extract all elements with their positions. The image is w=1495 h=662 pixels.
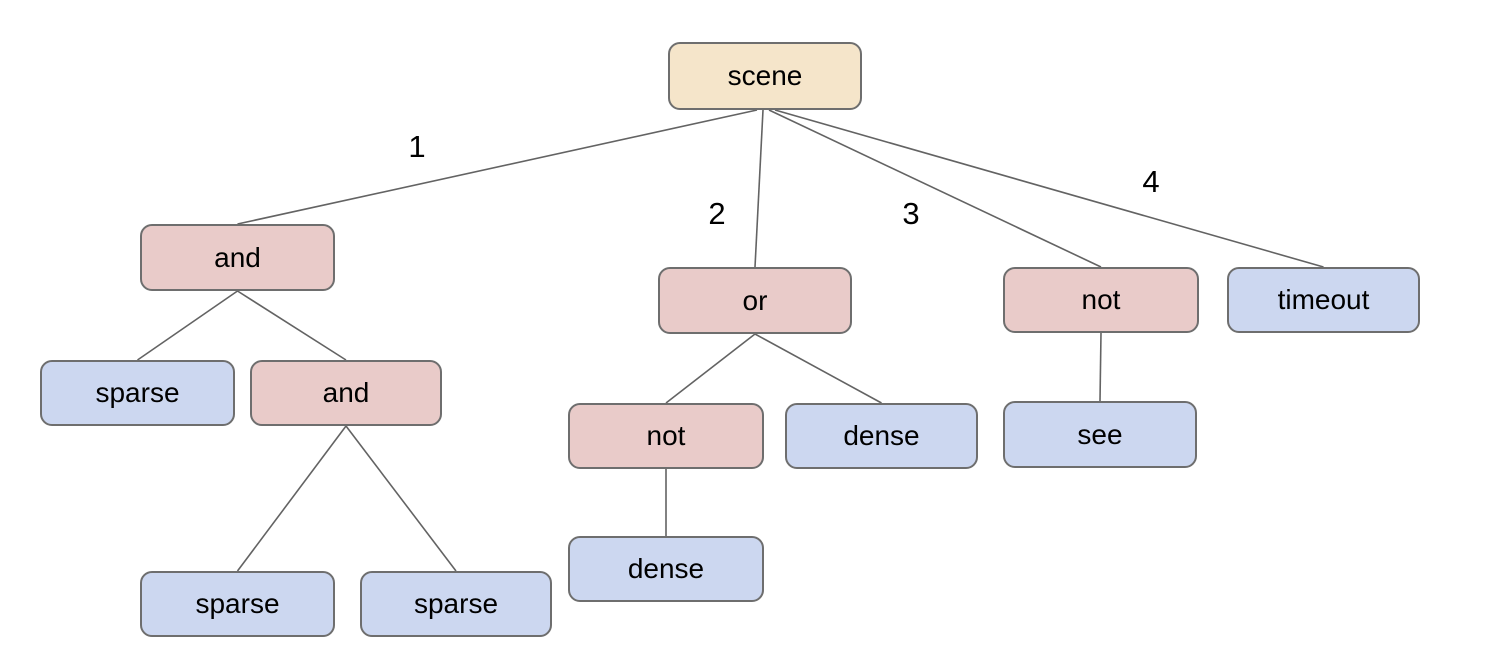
- node-not-1: not: [1003, 267, 1199, 333]
- edge-label-2: 2: [708, 196, 726, 231]
- edge-scene-to-timeout-1: [774, 109, 1324, 268]
- edge-or-1-to-dense-1: [754, 333, 882, 404]
- edge-and-2-to-sparse-2: [236, 425, 347, 572]
- node-and-2: and: [250, 360, 442, 426]
- node-dense-2: dense: [568, 536, 764, 602]
- edge-scene-to-not-1: [768, 109, 1102, 268]
- node-and-1: and: [140, 224, 335, 291]
- node-sparse-2: sparse: [140, 571, 335, 637]
- node-scene: scene: [668, 42, 862, 110]
- node-timeout-1: timeout: [1227, 267, 1420, 333]
- edge-or-1-to-not-2: [665, 333, 756, 404]
- edge-label-4: 4: [1142, 164, 1160, 199]
- node-or-1: or: [658, 267, 852, 334]
- edge-and-1-to-and-2: [237, 290, 347, 361]
- node-sparse-1: sparse: [40, 360, 235, 426]
- node-dense-1: dense: [785, 403, 978, 469]
- node-not-2: not: [568, 403, 764, 469]
- edge-label-3: 3: [902, 196, 920, 231]
- node-sparse-3: sparse: [360, 571, 552, 637]
- edge-scene-to-or-1: [754, 109, 764, 268]
- edge-and-2-to-sparse-3: [345, 425, 457, 572]
- node-see-1: see: [1003, 401, 1197, 468]
- edge-scene-to-and-1: [237, 109, 758, 225]
- edge-label-1: 1: [408, 129, 426, 164]
- edge-not-1-to-see-1: [1099, 332, 1102, 402]
- edge-and-1-to-sparse-1: [137, 290, 238, 361]
